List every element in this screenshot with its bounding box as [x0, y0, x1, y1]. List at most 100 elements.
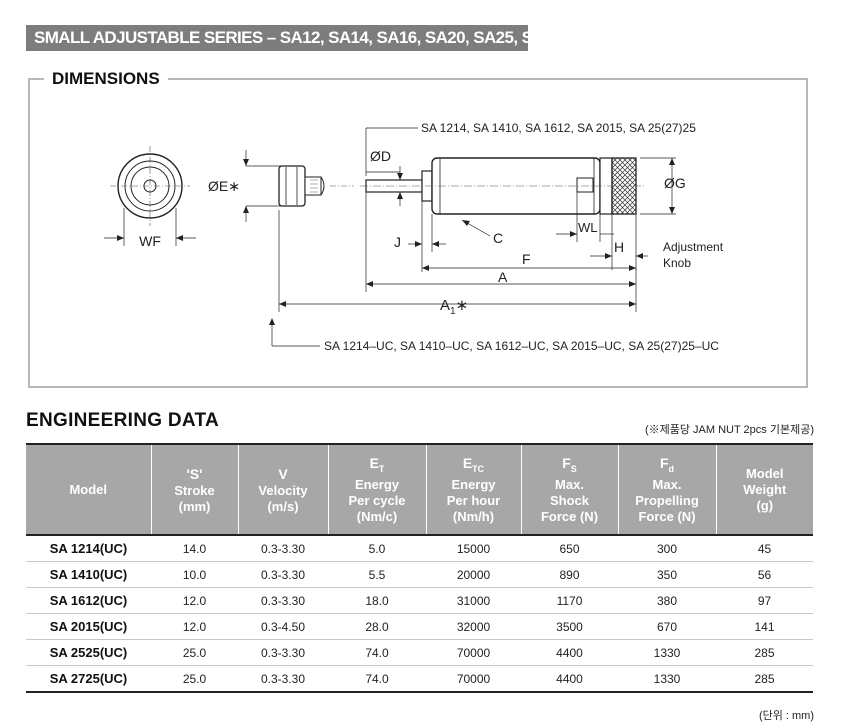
wl-label: WL — [578, 220, 598, 235]
table-cell: 25.0 — [151, 665, 238, 693]
a1-label: A — [440, 297, 450, 314]
column-header-line: Max. — [652, 477, 682, 493]
table-cell: 74.0 — [328, 665, 426, 693]
table-cell: 890 — [521, 561, 618, 588]
column-symbol: 'S' — [152, 465, 238, 483]
table-cell: 0.3-3.30 — [238, 587, 328, 614]
table-cell: 650 — [521, 534, 618, 562]
table-cell: 1170 — [521, 587, 618, 614]
g-diameter-label: ØG — [664, 175, 686, 191]
f-label: F — [522, 251, 531, 267]
column-symbol-main: F — [562, 454, 571, 471]
column-header-line: Per hour — [446, 493, 501, 509]
d-diameter-label: ØD — [370, 148, 391, 164]
knob-label-line2: Knob — [663, 256, 691, 270]
table-cell: 670 — [618, 613, 716, 640]
table-cell: 20000 — [426, 561, 521, 588]
model-cell: SA 1214(UC) — [26, 534, 151, 562]
series-title-banner: SMALL ADJUSTABLE SERIES – SA12, SA14, SA… — [26, 25, 528, 51]
a1-star: ∗ — [456, 297, 469, 314]
column-symbol-sub: TC — [472, 463, 485, 474]
table-cell: 28.0 — [328, 613, 426, 640]
table-cell: 141 — [716, 613, 813, 640]
model-cell: SA 1410(UC) — [26, 561, 151, 588]
table-cell: 45 — [716, 534, 813, 562]
column-header-line: Propelling — [635, 493, 699, 509]
column-header: 'S'Stroke(mm) — [150, 444, 238, 535]
table-cell: 15000 — [426, 534, 521, 562]
column-header-line: Weight — [743, 481, 787, 497]
unit-note: (단위 : mm) — [758, 710, 814, 722]
table-cell: 4400 — [521, 665, 618, 693]
column-header-line: Max. — [555, 477, 584, 493]
column-header-line: Shock — [549, 493, 589, 509]
column-header-line: Model — [69, 481, 108, 497]
column-header-line: Model — [745, 465, 784, 481]
table-cell: 0.3-3.30 — [238, 534, 328, 562]
column-symbol-sub: T — [378, 463, 385, 474]
column-header-line: (mm) — [178, 498, 211, 514]
table-cell: 1330 — [618, 665, 716, 693]
table-cell: 285 — [716, 665, 813, 693]
table-cell: 10.0 — [151, 561, 238, 588]
table-cell: 0.3-3.30 — [238, 639, 328, 666]
h-label: H — [614, 239, 624, 255]
model-cell: SA 2015(UC) — [26, 613, 151, 640]
column-symbol-sub: S — [570, 463, 577, 474]
wf-label: WF — [139, 233, 161, 249]
table-cell: 3500 — [521, 613, 618, 640]
table-cell: 285 — [716, 639, 813, 666]
column-symbol: Fd — [619, 454, 716, 478]
table-cell: 14.0 — [151, 534, 238, 562]
column-header-line: Force (N) — [638, 509, 696, 525]
a-label: A — [498, 269, 508, 285]
column-symbol-main: V — [278, 465, 288, 482]
column-header-line: Velocity — [258, 482, 308, 498]
column-symbol-main: E — [369, 454, 379, 471]
column-symbol: V — [239, 465, 328, 483]
top-models-label: SA 1214, SA 1410, SA 1612, SA 2015, SA 2… — [421, 121, 696, 135]
column-header-line: Stroke — [174, 482, 215, 498]
jam-nut-note: (※제품당 JAM NUT 2pcs 기본제공) — [644, 424, 814, 436]
a1-subscript: 1 — [450, 306, 456, 317]
column-symbol-main: 'S' — [186, 465, 203, 482]
column-symbol-sub: d — [668, 463, 675, 474]
column-header-line: Per cycle — [348, 493, 406, 509]
column-symbol: ET — [329, 454, 426, 478]
table-cell: 0.3-3.30 — [238, 665, 328, 693]
column-symbol-main: E — [462, 454, 473, 471]
column-header-line: Energy — [354, 477, 400, 493]
table-cell: 12.0 — [151, 613, 238, 640]
bottom-models-label: SA 1214–UC, SA 1410–UC, SA 1612–UC, SA 2… — [324, 339, 719, 353]
column-header-line: Force (N) — [540, 509, 599, 525]
column-header-line: (Nm/c) — [356, 509, 398, 525]
table-cell: 0.3-3.30 — [238, 561, 328, 588]
j-label: J — [394, 234, 401, 250]
knob-label-line1: Adjustment — [663, 240, 724, 254]
engineering-title: ENGINEERING DATA — [26, 410, 220, 431]
end-view — [110, 146, 190, 226]
table-cell: 74.0 — [328, 639, 426, 666]
model-cell: SA 1612(UC) — [26, 587, 151, 614]
jam-nut — [278, 165, 354, 207]
table-cell: 0.3-4.50 — [238, 613, 328, 640]
dimensions-frame — [28, 78, 808, 388]
model-cell: SA 2725(UC) — [26, 665, 151, 693]
dimension-drawing: WF ØE∗ SA 1214, SA 1410, SA 1612, SA 201 — [104, 121, 724, 353]
table-cell: 4400 — [521, 639, 618, 666]
table-cell: 300 — [618, 534, 716, 562]
dimensions-title: DIMENSIONS — [44, 68, 168, 90]
e-diameter-label: ØE∗ — [208, 178, 240, 194]
column-header-line: (Nm/h) — [452, 509, 495, 525]
